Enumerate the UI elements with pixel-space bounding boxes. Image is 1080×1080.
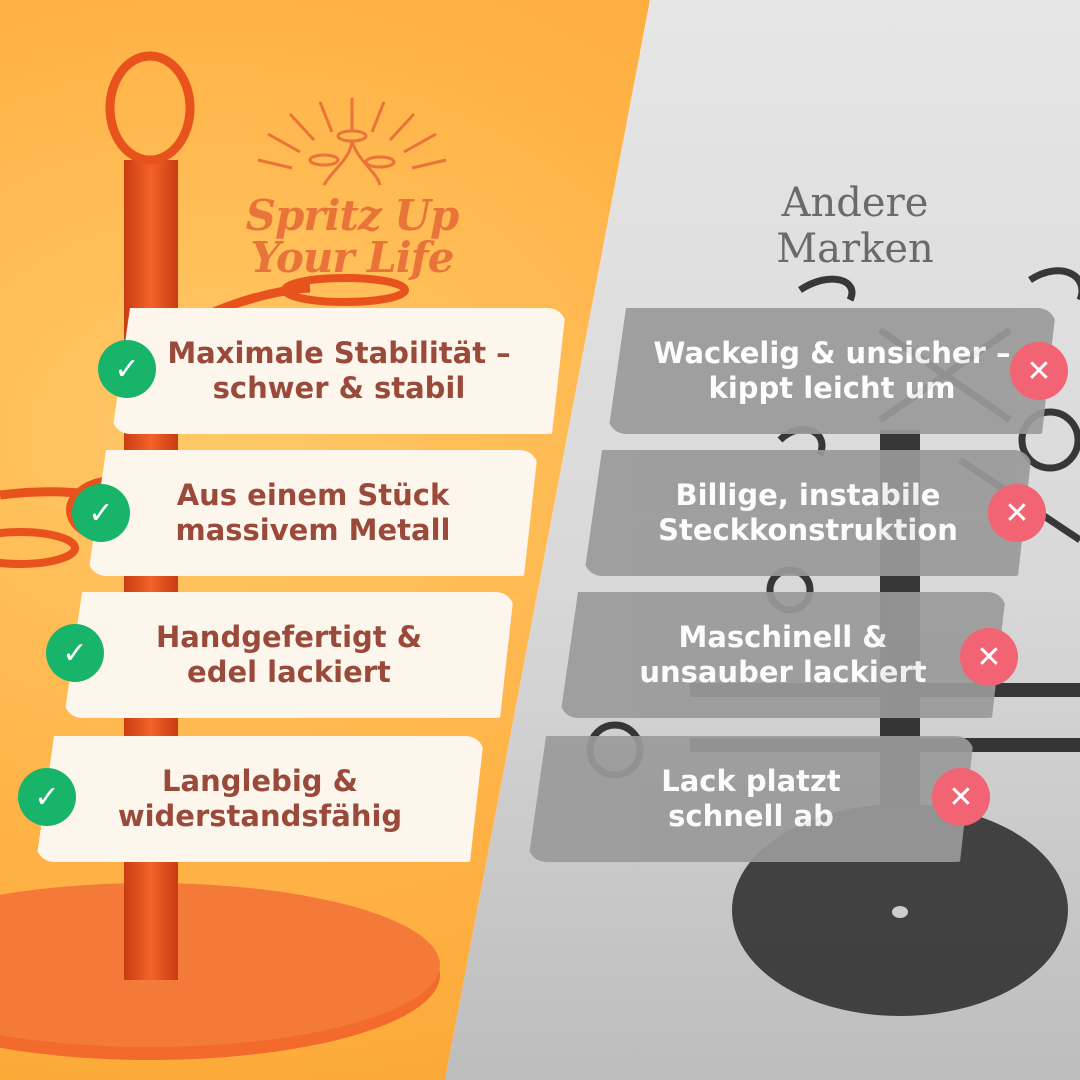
cross-icon: ✕ bbox=[1010, 342, 1068, 400]
competitor-heading: Andere Marken bbox=[740, 180, 970, 272]
check-icon: ✓ bbox=[72, 484, 130, 542]
pro-item: Handgefertigt &edel lackiert bbox=[64, 592, 514, 718]
con-text-line-2: unsauber lackiert bbox=[639, 655, 927, 689]
con-text-line-1: Maschinell & bbox=[678, 620, 888, 654]
pro-text-line-1: Handgefertigt & bbox=[155, 620, 423, 654]
pro-text-line-1: Maximale Stabilität – bbox=[167, 336, 511, 370]
check-icon: ✓ bbox=[18, 768, 76, 826]
cross-icon: ✕ bbox=[960, 628, 1018, 686]
pro-text-line-2: schwer & stabil bbox=[212, 371, 466, 405]
con-text-line-2: Steckkonstruktion bbox=[658, 513, 958, 547]
con-text-line-1: Wackelig & unsicher – bbox=[653, 336, 1011, 370]
pro-item: Maximale Stabilität –schwer & stabil bbox=[112, 308, 566, 434]
pro-item: Langlebig &widerstandsfähig bbox=[36, 736, 484, 862]
cross-icon: ✕ bbox=[932, 768, 990, 826]
con-text-line-2: kippt leicht um bbox=[708, 371, 956, 405]
logo-line-1: Spritz Up bbox=[245, 191, 460, 240]
competitor-heading-line-2: Marken bbox=[776, 226, 934, 272]
brand-logo: Spritz Up Your Life bbox=[232, 90, 472, 290]
pro-text-line-1: Langlebig & bbox=[162, 764, 358, 798]
con-text-line-2: schnell ab bbox=[668, 799, 834, 833]
logo-line-2: Your Life bbox=[250, 233, 455, 282]
pro-text-line-2: massivem Metall bbox=[175, 513, 451, 547]
con-text-line-1: Lack platzt bbox=[661, 764, 841, 798]
check-icon: ✓ bbox=[98, 340, 156, 398]
competitor-heading-line-1: Andere bbox=[781, 180, 929, 226]
pro-text-line-1: Aus einem Stück bbox=[176, 478, 450, 512]
check-icon: ✓ bbox=[46, 624, 104, 682]
pro-text-line-2: widerstandsfähig bbox=[117, 799, 403, 833]
con-item: Maschinell &unsauber lackiert bbox=[560, 592, 1006, 718]
con-text-line-1: Billige, instabile bbox=[675, 478, 941, 512]
cross-icon: ✕ bbox=[988, 484, 1046, 542]
con-item: Wackelig & unsicher –kippt leicht um bbox=[608, 308, 1056, 434]
pro-text-line-2: edel lackiert bbox=[187, 655, 391, 689]
sunburst-icon bbox=[257, 98, 447, 186]
